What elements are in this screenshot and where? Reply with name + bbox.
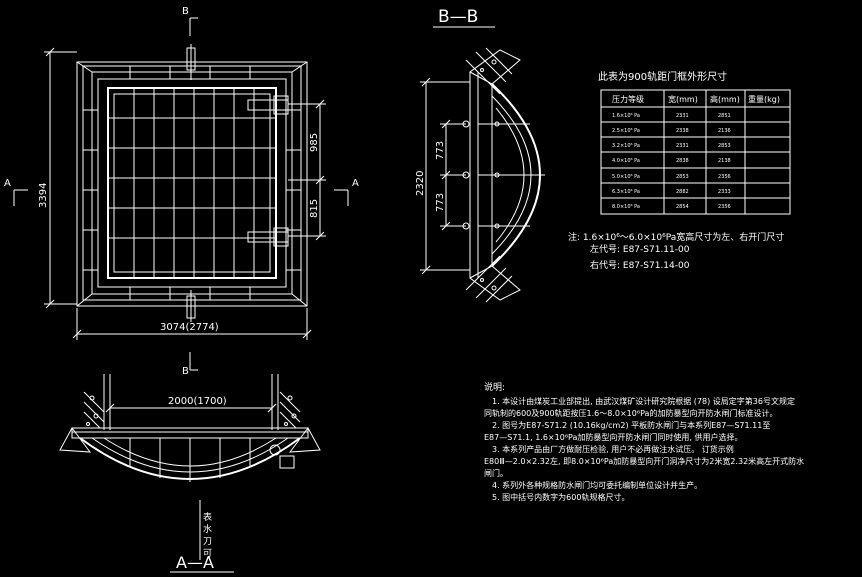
notes-heading: 说明: <box>484 381 505 393</box>
table-header-height: 高(mm) <box>710 94 740 104</box>
table-header-width: 宽(mm) <box>668 94 698 104</box>
table-header-weight: 重量(kg) <box>748 94 780 104</box>
table-cell: 2882 <box>676 189 689 195</box>
plan-outer-frame <box>76 61 308 307</box>
table-cell: 5.0×10⁶ Pa <box>612 174 640 180</box>
table-cell: 1.6×10⁶ Pa <box>612 113 640 119</box>
note-line: E87—S71.1, 1.6×10⁶Pa加防暴型向开防水闸门同时使用, 供用户选… <box>484 432 742 442</box>
svg-text:可: 可 <box>203 548 212 559</box>
plan-inner-frame <box>91 71 293 295</box>
bb-title: B—B <box>438 7 478 27</box>
table-cell: 2356 <box>718 204 731 210</box>
table-title: 此表为900轨距门框外形尺寸 <box>598 70 727 83</box>
door-leaf <box>107 87 277 279</box>
note-line: 2. 图号为E87-S71.2 (10.16kg/cm2) 平板防水闸门与本系列… <box>492 420 770 430</box>
note-line: 4. 系列外各种规格防水闸门均可委托编制单位设计并生产。 <box>492 480 702 490</box>
section-aa-view: 2000(1700) 表 水 刀 可 A—A <box>59 374 321 573</box>
section-b-top-label: B <box>182 6 189 17</box>
upper-dim-text: 985 <box>309 133 320 152</box>
lower-dim-text: 815 <box>309 199 320 218</box>
section-b-bottom-label: B <box>182 366 189 377</box>
note-line: E80Ⅲ—2.0×2.32左, 即8.0×10⁶Pa加防暴型向开门洞净尺寸为2米… <box>484 456 804 466</box>
table-cell: 6.3×10⁶ Pa <box>612 189 640 195</box>
table-cell: 2838 <box>676 158 689 164</box>
width-dim-text: 3074(2774) <box>160 322 219 333</box>
svg-text:刀: 刀 <box>203 537 212 547</box>
note-line: 3. 本系列产品由厂方做耐压检验, 用户不必再做注水试压。 订货示例 <box>492 444 734 454</box>
dimension-table: 此表为900轨距门框外形尺寸 压力等级 宽(mm) 高(mm) 重量(kg) 1… <box>598 70 791 215</box>
table-cell: 2.5×10⁶ Pa <box>612 128 640 134</box>
side-note-line3: 右代号: E87-S71.14-00 <box>590 259 690 271</box>
table-header-pressure: 压力等级 <box>612 94 644 104</box>
section-a-right-label: A <box>352 178 359 189</box>
side-note: 注: 1.6×10⁶～6.0×10⁶Pa宽高尺寸为左、右开门尺寸 左代号: E8… <box>568 231 784 271</box>
aa-left-wall-hatch <box>83 391 105 429</box>
bb-upper-dim-text: 773 <box>435 141 446 160</box>
table-cell: 2333 <box>718 189 731 195</box>
note-line: 1. 本设计由煤炭工业部提出, 由武汉煤矿设计研究院根据 (78) 设局定字第3… <box>492 396 795 406</box>
table-cell: 2331 <box>676 143 689 149</box>
note-line: 闸门。 <box>484 468 508 478</box>
section-bb-view: B—B <box>415 7 545 303</box>
section-a-left-label: A <box>4 178 11 189</box>
svg-text:水: 水 <box>203 523 212 535</box>
table-cell: 2853 <box>718 143 731 149</box>
table-cell: 4.0×10⁶ Pa <box>612 158 640 164</box>
table-cell: 2338 <box>676 128 689 134</box>
aa-hinge-pin <box>269 444 281 456</box>
table-cell: 2136 <box>718 128 731 134</box>
bb-top-anchor <box>465 47 521 95</box>
notes-block: 说明: 1. 本设计由煤炭工业部提出, 由武汉煤矿设计研究院根据 (78) 设局… <box>484 381 804 502</box>
bb-lower-dim-text: 773 <box>435 193 446 212</box>
height-dim-text: 3394 <box>38 183 49 208</box>
plan-view: B B A A 3394 3074(2774) 985 <box>4 6 359 377</box>
table-cell: 2331 <box>676 113 689 119</box>
note-line: 5. 图中括号内数字为600轨规格尺寸。 <box>492 492 629 502</box>
bb-total-dim-text: 2320 <box>415 171 426 196</box>
bb-bottom-anchor <box>465 255 521 303</box>
aa-right-wall-hatch <box>279 391 301 429</box>
door-grid <box>83 66 301 300</box>
aa-title: A—A <box>176 553 214 572</box>
side-note-line2: 左代号: E87-S71.11-00 <box>590 243 690 255</box>
table-cell: 2356 <box>718 174 731 180</box>
table-cell: 8.0×10⁶ Pa <box>612 204 640 210</box>
table-cell: 2851 <box>718 113 731 119</box>
table-cell: 2138 <box>718 158 731 164</box>
aa-vertical-note-1: 表 <box>203 511 212 523</box>
table-cell: 2853 <box>676 174 689 180</box>
table-cell: 3.2×10⁶ Pa <box>612 143 640 149</box>
table-cell: 2854 <box>676 204 689 210</box>
side-note-line1: 注: 1.6×10⁶～6.0×10⁶Pa宽高尺寸为左、右开门尺寸 <box>568 231 784 243</box>
aa-width-dim-text: 2000(1700) <box>168 396 227 407</box>
note-line: 同轨制的600及900轨距按压1.6～8.0×10⁶Pa的加防暴型向开防水闸门标… <box>484 408 777 418</box>
